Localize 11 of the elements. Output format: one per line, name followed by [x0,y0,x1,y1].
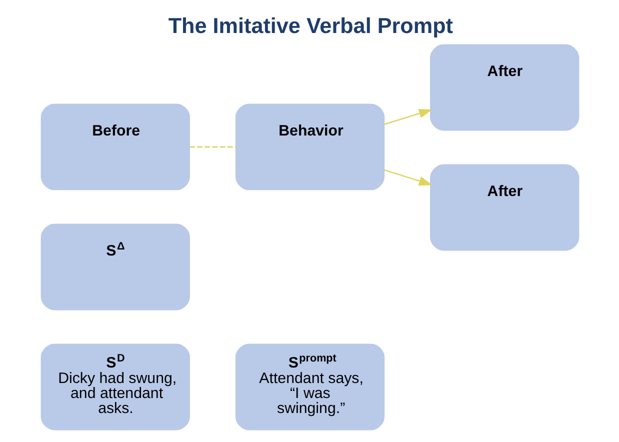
node-box: After [430,44,579,131]
arrow [383,169,432,186]
node-box: S$^{prompt}$ Attendant says, “I was swinging.” [234,344,384,430]
node-box: Before [40,104,190,190]
node-box: S$^{D}$ Dicky had swung, and attendant asks. [40,344,190,430]
node-box: S$^{Δ}$ [40,224,190,310]
node-box: After [430,164,579,251]
diagram-title: The Imitative Verbal Prompt [168,12,452,38]
node-box: Behavior [234,104,384,190]
connector [189,146,236,148]
arrow [383,108,432,125]
